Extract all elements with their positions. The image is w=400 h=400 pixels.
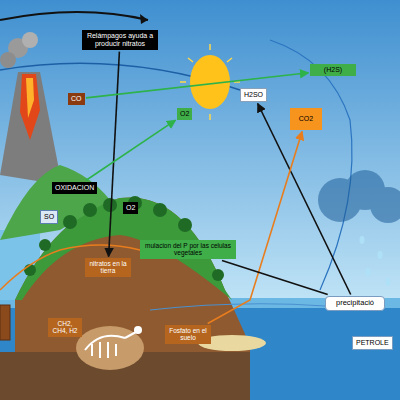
node-text: SO bbox=[44, 213, 54, 221]
node-text: OXIDACION bbox=[55, 184, 94, 192]
node-text: Fosfato en el suelo bbox=[168, 327, 208, 342]
orange-curve bbox=[0, 245, 140, 290]
compound-box: O2 bbox=[177, 108, 192, 120]
node-text: mulacion del P por las celulas vegetales bbox=[143, 242, 233, 257]
compound-box: CO2 bbox=[290, 108, 322, 130]
compound-box: O2 bbox=[123, 202, 138, 214]
cycle-arrow bbox=[86, 73, 309, 98]
node-text: precipitació bbox=[329, 299, 381, 308]
process-box: mulacion del P por las celulas vegetales bbox=[140, 240, 236, 259]
cycle-arrow bbox=[222, 260, 328, 294]
cycle-arrow bbox=[208, 132, 302, 324]
compound-box: SO bbox=[40, 210, 58, 224]
rain bbox=[360, 236, 391, 286]
compound-box: CO bbox=[68, 93, 85, 105]
top-arc-head bbox=[140, 14, 148, 24]
node-text: O2 bbox=[126, 204, 135, 212]
node-text: Relámpagos ayuda a producir nitratos bbox=[85, 32, 155, 48]
cycle-arrow bbox=[86, 120, 176, 180]
trees bbox=[24, 196, 224, 281]
cycle-arrow bbox=[109, 52, 120, 257]
hill-grass bbox=[15, 197, 232, 300]
node-text: CH2, CH4, H2 bbox=[51, 320, 79, 335]
compound-box: CH2, CH4, H2 bbox=[48, 318, 82, 337]
compound-box: (H2S) bbox=[310, 64, 356, 76]
node-text: CO2 bbox=[293, 115, 319, 123]
top-arc bbox=[0, 12, 148, 20]
cycle-arrow bbox=[258, 104, 351, 295]
process-box: Fosfato en el suelo bbox=[165, 325, 211, 344]
node-text: O2 bbox=[180, 110, 189, 118]
process-box: precipitació bbox=[325, 296, 385, 311]
node-text: (H2S) bbox=[313, 66, 353, 74]
node-text: nitratos en la tierra bbox=[88, 260, 128, 275]
process-box: nitratos en la tierra bbox=[85, 258, 131, 277]
resource-box: PETROLE bbox=[352, 336, 393, 350]
clouds bbox=[318, 170, 400, 223]
fossil bbox=[76, 326, 144, 370]
note-box: Relámpagos ayuda a producir nitratos bbox=[82, 30, 158, 50]
blue-curve bbox=[270, 40, 352, 290]
compound-box: H2SO bbox=[240, 88, 267, 102]
side-box bbox=[0, 305, 10, 340]
node-text: H2SO bbox=[244, 91, 263, 99]
volcano bbox=[0, 32, 62, 185]
node-text: CO bbox=[71, 95, 82, 103]
process-box: OXIDACION bbox=[52, 182, 97, 194]
node-text: PETROLE bbox=[356, 339, 389, 347]
